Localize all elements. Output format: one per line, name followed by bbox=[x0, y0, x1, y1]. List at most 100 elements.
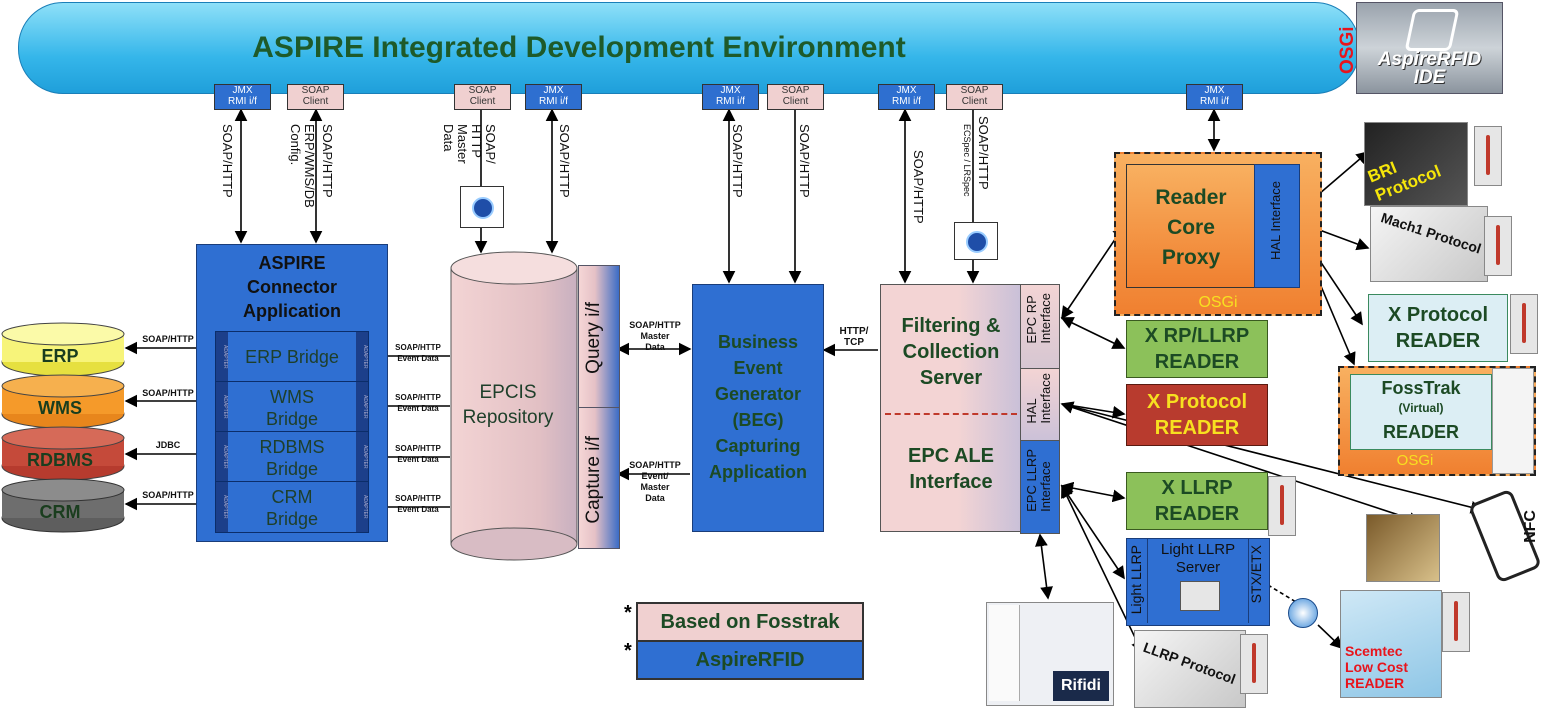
fc-divider bbox=[885, 413, 1017, 415]
soap-client-epcis[interactable]: SOAP Client bbox=[454, 84, 511, 110]
fosstrak-osgi-container: FossTrak (Virtual) READER OSGi bbox=[1338, 366, 1536, 476]
db-label: CRM bbox=[39, 502, 81, 522]
adapter: ADAPTER bbox=[216, 482, 228, 532]
link-label-erp-config: ERP/WMS/DB Config. bbox=[288, 124, 317, 208]
link-label-soap-http: SOAP/HTTP bbox=[730, 124, 745, 198]
adapter: ADAPTER bbox=[356, 332, 368, 382]
db-label: RDBMS bbox=[27, 450, 93, 470]
x-llrp-label: X LLRP READER bbox=[1154, 477, 1240, 525]
light-llrp-server[interactable]: Light LLRP Light LLRP Server STX/ETX bbox=[1126, 538, 1270, 626]
llrp-protocol-label: LLRP Protocol bbox=[1141, 638, 1238, 688]
link-label-soap-master-data: SOAP/ HTTP Master Data bbox=[441, 124, 498, 164]
db-wms[interactable]: WMS bbox=[0, 374, 150, 429]
logo-line1: AspireRFID bbox=[1377, 49, 1482, 70]
reader-core-proxy[interactable]: Reader Core Proxy bbox=[1126, 164, 1256, 288]
legend-star: * bbox=[624, 602, 632, 624]
rcp-label: Reader Core Proxy bbox=[1155, 186, 1227, 269]
nfc-reader-photo bbox=[1366, 514, 1440, 582]
bri-label: BRI Protocol bbox=[1365, 157, 1444, 205]
link-label-ecspec: ECSpec / LRSpec bbox=[962, 124, 972, 197]
soap-message-icon bbox=[460, 186, 504, 228]
link-label-jdbc: JDBC bbox=[155, 440, 181, 450]
link-label-event-data: SOAP/HTTP Event Data bbox=[395, 444, 441, 464]
beg-application[interactable]: Business Event Generator (BEG) Capturing… bbox=[692, 284, 824, 532]
x-protocol-reader-cyan[interactable]: X Protocol READER bbox=[1368, 294, 1508, 362]
link-label-soap-http: SOAP/HTTP bbox=[797, 124, 812, 198]
link-label-event-data: SOAP/HTTP Event Data bbox=[395, 343, 441, 363]
wms-bridge[interactable]: ADAPTER ADAPTER WMS Bridge bbox=[215, 381, 369, 433]
scemtec-label: Scemtec Low Cost READER bbox=[1345, 643, 1408, 691]
query-interface[interactable]: Query i/f bbox=[578, 265, 620, 409]
laptop-icon bbox=[1180, 581, 1220, 611]
link-label-soap-http: SOAP/HTTP bbox=[320, 124, 335, 198]
soap-message-icon bbox=[954, 222, 998, 260]
logo-line2: IDE bbox=[1413, 67, 1446, 88]
jmx-port-fc[interactable]: JMX RMI i/f bbox=[878, 84, 935, 110]
x-protocol-label: X Protocol READER bbox=[1387, 304, 1488, 352]
stx-etx-label: STX/ETX bbox=[1248, 545, 1264, 604]
adapter: ADAPTER bbox=[356, 482, 368, 532]
jmx-port-connector[interactable]: JMX RMI i/f bbox=[214, 84, 271, 110]
link-label-event-data: SOAP/HTTP Event Data bbox=[395, 494, 441, 514]
epcis-repository[interactable]: EPCIS Repository bbox=[450, 250, 580, 562]
page-title: ASPIRE Integrated Development Environmen… bbox=[252, 31, 906, 64]
fc-server[interactable]: Filtering & Collection Server EPC ALE In… bbox=[880, 284, 1022, 532]
soap-client-fc[interactable]: SOAP Client bbox=[946, 84, 1003, 110]
fc-bottom-label: EPC ALE Interface bbox=[908, 445, 994, 493]
bridge-label: RDBMS Bridge bbox=[259, 437, 325, 479]
rcp-hal-interface[interactable]: HAL Interface bbox=[1254, 164, 1300, 288]
jmx-port-epcis[interactable]: JMX RMI i/f bbox=[525, 84, 582, 110]
beg-label: Business Event Generator (BEG) Capturing… bbox=[709, 332, 807, 482]
soap-client-beg[interactable]: SOAP Client bbox=[767, 84, 824, 110]
tag-icon bbox=[1240, 634, 1268, 694]
db-crm[interactable]: CRM bbox=[0, 478, 150, 533]
bridge-label: CRM Bridge bbox=[265, 487, 319, 529]
epcis-label: EPCIS Repository bbox=[462, 382, 554, 428]
db-label: ERP bbox=[41, 346, 79, 366]
capture-if-label: Capture i/f bbox=[583, 436, 604, 524]
rcp-osgi-container: Reader Core Proxy HAL Interface OSGi bbox=[1114, 152, 1322, 316]
link-label-soap-http: SOAP/HTTP bbox=[557, 124, 572, 198]
tag-icon bbox=[1268, 476, 1296, 536]
legend-aspire: AspireRFID bbox=[637, 641, 863, 679]
light-llrp-label: Light LLRP bbox=[1128, 545, 1144, 615]
soap-client-connector[interactable]: SOAP Client bbox=[287, 84, 344, 110]
bridge-label: ERP Bridge bbox=[245, 347, 339, 367]
link-label-soap-http: SOAP/HTTP bbox=[220, 124, 235, 198]
epc-rp-interface[interactable]: EPC RP Interface bbox=[1020, 284, 1060, 370]
fosstrak-reader[interactable]: FossTrak (Virtual) READER bbox=[1350, 374, 1492, 450]
tag-icon bbox=[1442, 592, 1470, 652]
rdbms-bridge[interactable]: ADAPTER ADAPTER RDBMS Bridge bbox=[215, 431, 369, 483]
x-llrp-reader[interactable]: X LLRP READER bbox=[1126, 472, 1268, 530]
crm-bridge[interactable]: ADAPTER ADAPTER CRM Bridge bbox=[215, 481, 369, 533]
adapter: ADAPTER bbox=[216, 382, 228, 432]
jmx-port-rcp[interactable]: JMX RMI i/f bbox=[1186, 84, 1243, 110]
link-label-soap-http: SOAP/HTTP bbox=[976, 116, 991, 190]
epc-rp-label: EPC RP Interface bbox=[1024, 293, 1053, 344]
rifidi-screenshot[interactable]: Rifidi bbox=[986, 602, 1114, 706]
logo-emblem-icon bbox=[1404, 9, 1460, 51]
rcp-hal-label: HAL Interface bbox=[1268, 181, 1283, 261]
bridge-label: WMS Bridge bbox=[265, 387, 319, 429]
capture-interface[interactable]: Capture i/f bbox=[578, 407, 620, 549]
llrp-reader[interactable]: LLRP Protocol bbox=[1134, 630, 1246, 708]
connector-application[interactable]: ASPIRE Connector Application ADAPTER ADA… bbox=[196, 244, 388, 542]
scemtec-reader[interactable]: Scemtec Low Cost READER bbox=[1340, 590, 1442, 698]
nfc-label: NFC bbox=[1522, 510, 1539, 543]
query-if-label: Query i/f bbox=[583, 302, 604, 374]
x-protocol-reader-red[interactable]: X Protocol READER bbox=[1126, 384, 1268, 446]
mach1-reader[interactable]: Mach1 Protocol bbox=[1370, 206, 1488, 282]
adapter: ADAPTER bbox=[356, 432, 368, 482]
fosstrak-virtual: (Virtual) bbox=[1398, 401, 1444, 415]
bri-reader[interactable]: BRI Protocol bbox=[1364, 122, 1468, 206]
hal-interface[interactable]: HAL Interface bbox=[1020, 368, 1060, 442]
fosstrak-osgi-label: OSGi bbox=[1396, 452, 1434, 469]
link-label-soap-http: SOAP/HTTP bbox=[142, 490, 194, 500]
connector-title: ASPIRE Connector Application bbox=[243, 253, 341, 321]
erp-bridge[interactable]: ADAPTER ADAPTER ERP Bridge bbox=[215, 331, 369, 383]
epc-llrp-interface[interactable]: EPC LLRP Interface bbox=[1020, 440, 1060, 534]
db-erp[interactable]: ERP bbox=[0, 322, 150, 377]
jmx-port-beg[interactable]: JMX RMI i/f bbox=[702, 84, 759, 110]
link-label-soap-http: SOAP/HTTP bbox=[142, 334, 194, 344]
x-rp-llrp-reader[interactable]: X RP/LLRP READER bbox=[1126, 320, 1268, 378]
